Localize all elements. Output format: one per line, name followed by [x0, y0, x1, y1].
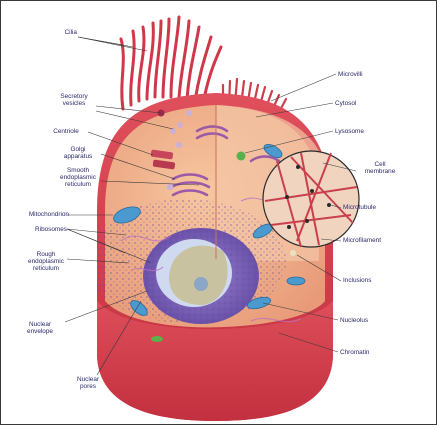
label-cell-membrane: Cell membrane — [355, 161, 405, 175]
label-ribosomes: Ribosomes — [9, 226, 67, 233]
label-nuclear-envelope: Nuclear envelope — [15, 321, 65, 335]
label-microvilli: Microvilli — [338, 71, 398, 78]
label-mitochondrion: Mitochondrion — [9, 211, 69, 218]
nucleolus-shape — [194, 277, 208, 291]
label-centriole: Centriole — [41, 128, 91, 135]
label-rough-er: Rough endoplasmic reticulum — [21, 251, 71, 273]
nucleus — [143, 228, 259, 324]
label-golgi-apparatus: Golgi apparatus — [55, 146, 101, 160]
label-cytosol: Cytosol — [335, 100, 395, 107]
label-nucleolus: Nucleolus — [340, 317, 400, 324]
label-secretory-vesicles: Secretory vesicles — [49, 93, 99, 107]
label-smooth-er: Smooth endoplasmic reticulum — [53, 167, 103, 189]
label-lysosome: Lysosome — [335, 128, 395, 135]
label-chromatin: Chromatin — [340, 349, 400, 356]
lysosome-shape — [237, 152, 246, 161]
label-microfilament: Microfilament — [343, 237, 413, 244]
cell-body — [86, 93, 333, 424]
label-nuclear-pores: Nuclear pores — [65, 376, 111, 390]
cytoskeleton-inset — [263, 151, 359, 247]
label-microtubule: Microtubule — [343, 204, 407, 211]
label-inclusions: Inclusions — [343, 277, 403, 284]
label-cilia: Cilia — [31, 29, 77, 36]
